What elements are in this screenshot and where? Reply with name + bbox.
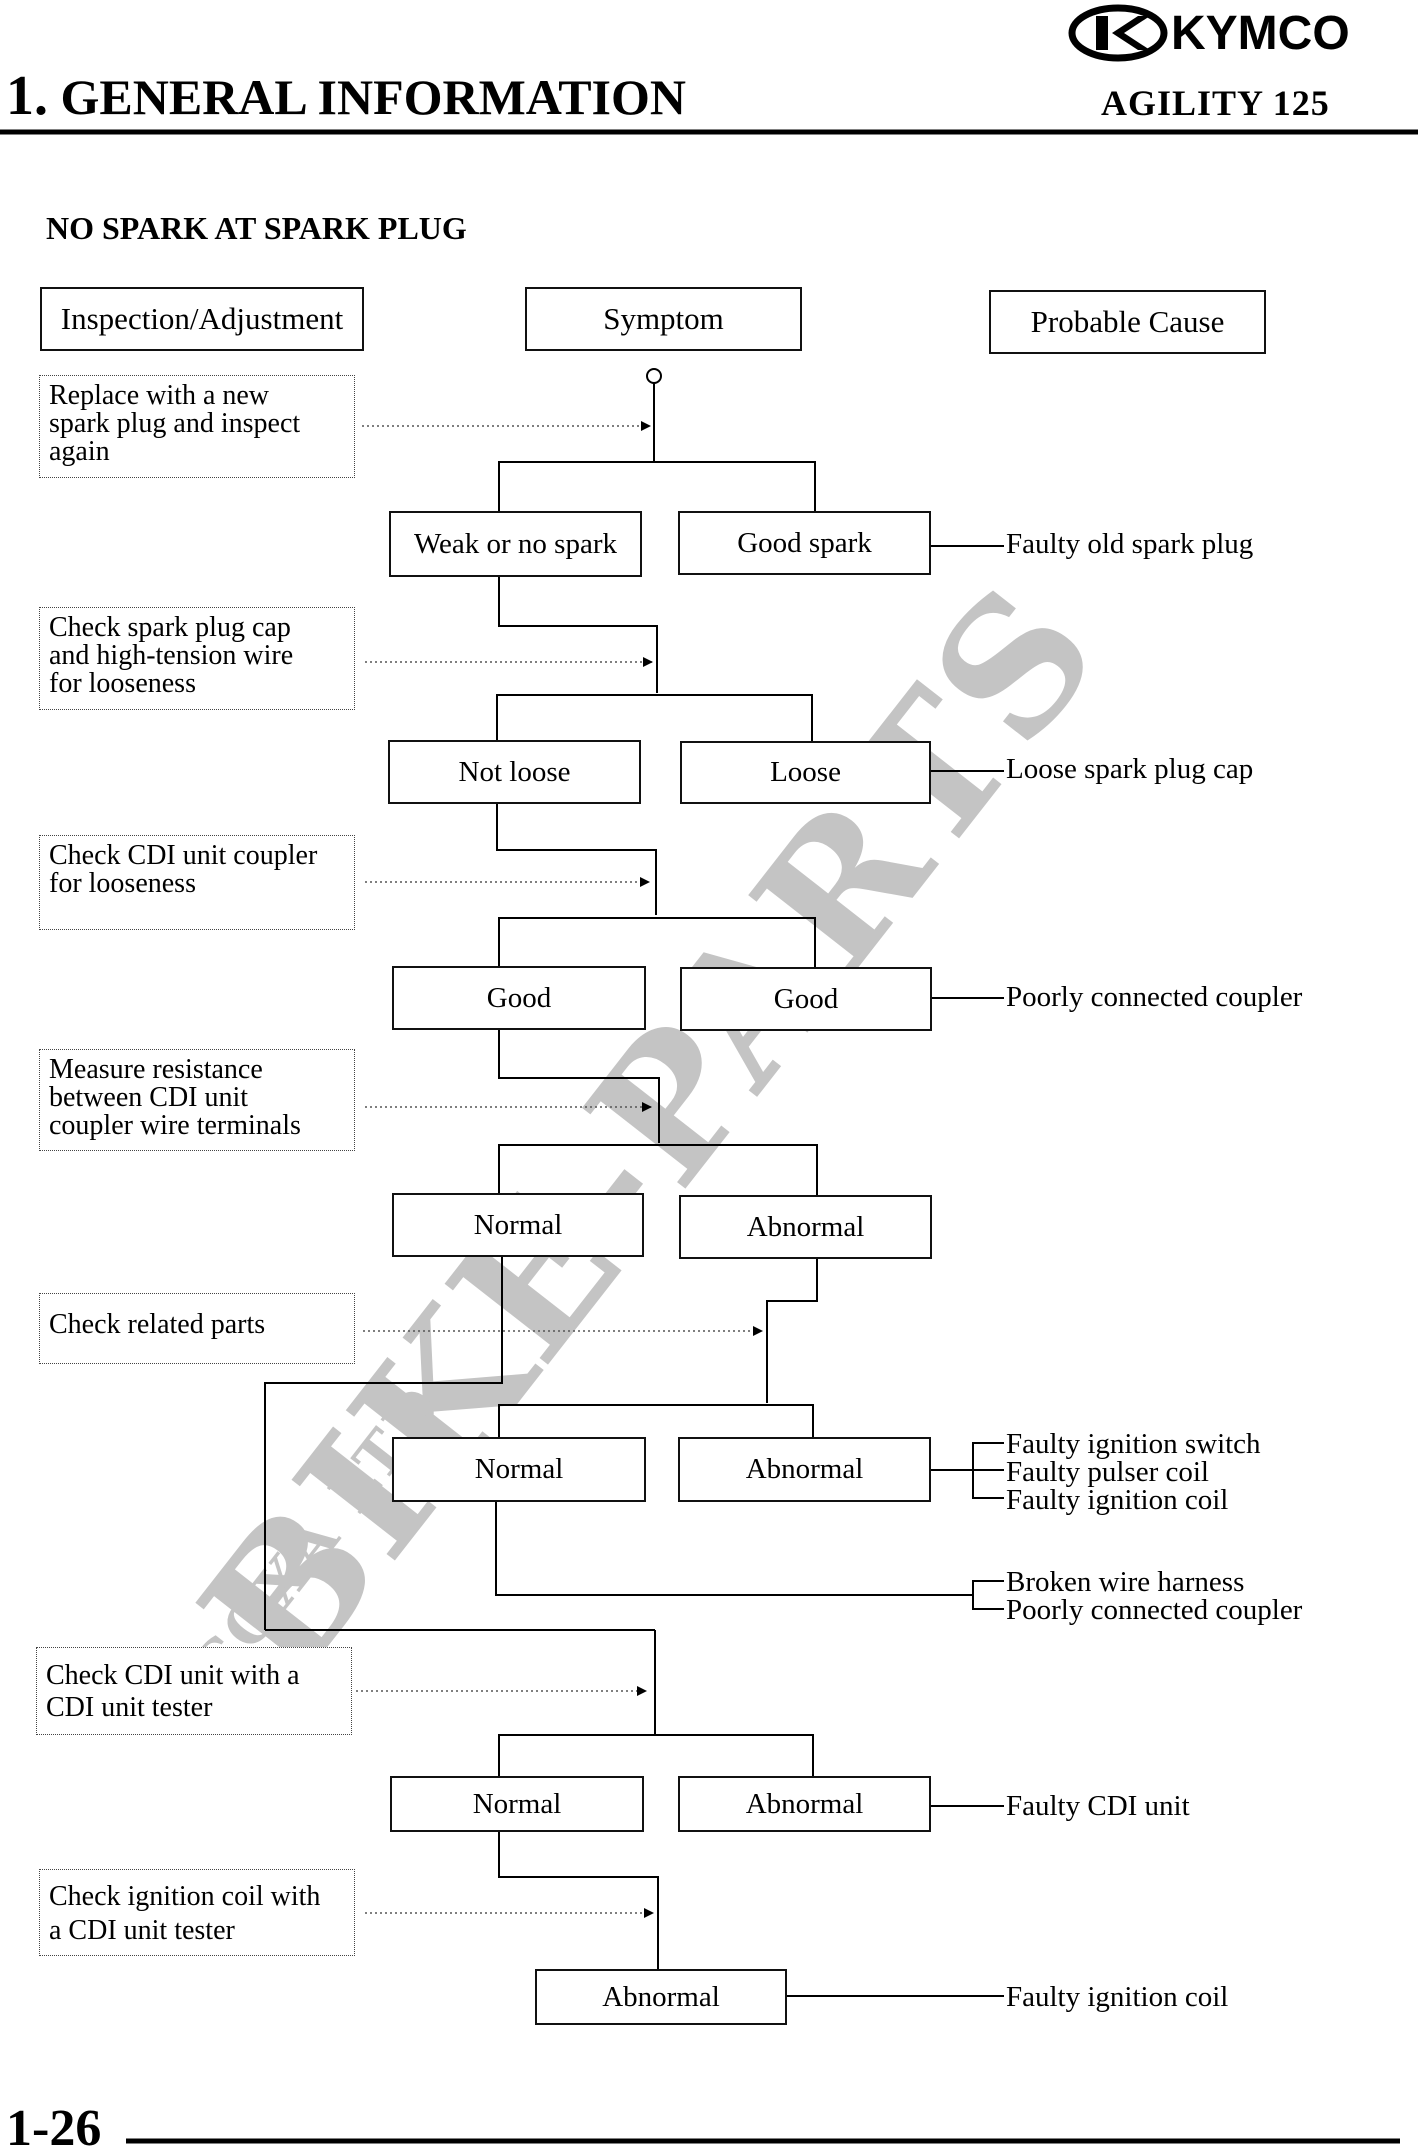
symptom-resistance-abnormal: Abnormal xyxy=(679,1195,932,1259)
symptom-related-abnormal: Abnormal xyxy=(678,1437,931,1502)
inspection-step-3: Check CDI unit coupler for looseness xyxy=(39,835,355,930)
column-header-cause: Probable Cause xyxy=(989,290,1266,354)
model-name: AGILITY 125 xyxy=(1101,83,1330,123)
pointer-arrows xyxy=(356,421,763,1918)
cause-faulty-old-spark-plug: Faulty old spark plug xyxy=(1006,528,1254,560)
symptom-label: Normal xyxy=(474,1453,564,1485)
cause-wiring-fault: Broken wire harness Poorly connected cou… xyxy=(1006,1566,1303,1626)
inspection-step-5: Check related parts xyxy=(39,1293,355,1364)
symptom-weak-or-no-spark: Weak or no spark xyxy=(389,511,642,577)
symptom-ignition-coil-abnormal: Abnormal xyxy=(535,1969,787,2025)
symptom-label: Abnormal xyxy=(602,1980,720,2013)
symptom-label: Abnormal xyxy=(746,1210,865,1243)
column-header-inspection: Inspection/Adjustment xyxy=(40,287,364,351)
inspection-step-4: Measure resistance between CDI unit coup… xyxy=(39,1049,355,1151)
kymco-logo: KYMCO xyxy=(1068,4,1350,62)
symptom-coupler-good-left: Good xyxy=(392,966,646,1030)
symptom-label: Good xyxy=(486,981,552,1014)
cause-poorly-connected-coupler: Poorly connected coupler xyxy=(1006,981,1303,1013)
symptom-label: Normal xyxy=(473,1208,563,1241)
chapter-title: GENERAL INFORMATION xyxy=(60,69,687,125)
symptom-cdi-normal: Normal xyxy=(390,1776,644,1832)
symptom-label: Normal xyxy=(472,1787,562,1820)
symptom-coupler-good-right: Good xyxy=(680,967,932,1031)
symptom-cdi-abnormal: Abnormal xyxy=(678,1776,931,1832)
symptom-label: Good xyxy=(773,982,839,1015)
symptom-loose: Loose xyxy=(680,741,931,804)
inspection-step-7: Check ignition coil with a CDI unit test… xyxy=(39,1869,355,1956)
symptom-related-normal: Normal xyxy=(392,1437,646,1502)
inspection-step-6: Check CDI unit with a CDI unit tester xyxy=(36,1647,352,1735)
page-number: 1-26 xyxy=(6,2100,102,2156)
symptom-label: Abnormal xyxy=(745,1453,864,1485)
column-header-symptom: Symptom xyxy=(525,287,802,351)
cause-loose-spark-plug-cap: Loose spark plug cap xyxy=(1006,753,1254,785)
symptom-label: Not loose xyxy=(458,755,571,788)
symptom-label: Abnormal xyxy=(745,1787,864,1820)
connectors xyxy=(264,368,1004,1997)
symptom-label: Good spark xyxy=(737,526,872,559)
symptom-not-loose: Not loose xyxy=(388,740,641,804)
cause-faulty-cdi-unit: Faulty CDI unit xyxy=(1006,1790,1190,1822)
symptom-label: Loose xyxy=(770,756,841,788)
brand-name: KYMCO xyxy=(1171,7,1350,60)
symptom-good-spark: Good spark xyxy=(678,511,931,575)
cause-related-parts-abnormal: Faulty ignition switch Faulty pulser coi… xyxy=(1006,1428,1261,1516)
start-node xyxy=(646,368,662,384)
inspection-step-2: Check spark plug cap and high-tension wi… xyxy=(39,607,355,710)
chapter-number: 1. xyxy=(6,65,48,127)
chapter-heading: 1. GENERAL INFORMATION xyxy=(6,65,687,128)
symptom-resistance-normal: Normal xyxy=(392,1193,644,1257)
inspection-step-1: Replace with a new spark plug and inspec… xyxy=(39,375,355,478)
section-title: NO SPARK AT SPARK PLUG xyxy=(46,210,467,246)
symptom-label: Weak or no spark xyxy=(413,527,617,560)
cause-faulty-ignition-coil: Faulty ignition coil xyxy=(1006,1981,1229,2013)
